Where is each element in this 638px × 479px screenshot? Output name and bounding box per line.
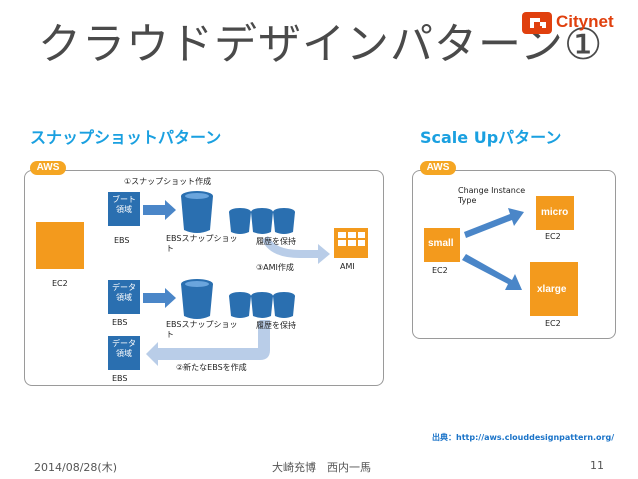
source-citation: 出典：http://aws.clouddesignpattern.org/ [432, 433, 615, 442]
logo-brand: Citynet [556, 12, 614, 31]
xlarge-instance-icon [530, 262, 578, 316]
snapshot-bucket-icon [181, 279, 213, 319]
ebs-boot-volume: ブート 領域 [108, 192, 140, 226]
small-instance-icon [424, 228, 460, 262]
ami-arrow-icon [262, 236, 330, 264]
micro-instance-icon [536, 196, 574, 230]
ec2-label: EC2 [52, 279, 68, 288]
scale-up-arrow-icon [464, 208, 524, 238]
citynet-logo-icon [522, 12, 552, 34]
scaleup-pattern-heading: Scale Upパターン [420, 128, 562, 147]
step2-label: ②新たなEBSを作成 [176, 363, 247, 372]
history-label: 履歴を保持 [256, 321, 296, 330]
snapshot-bucket-icon [181, 191, 213, 233]
snapshot-label: EBSスナップショッ ト [166, 234, 238, 253]
aws-tag-right: AWS [420, 161, 456, 175]
history-bucket-icon [229, 208, 295, 234]
snapshot-label: EBSスナップショッ ト [166, 320, 238, 339]
footer-authors: 大崎充博 西内一馬 [272, 461, 371, 474]
page-title: クラウドデザインパターン① [38, 20, 604, 70]
snapshot-pattern-heading: スナップショットパターン [30, 128, 222, 147]
page-number: 11 [590, 459, 604, 472]
ec2-label: EC2 [432, 266, 448, 275]
micro-label: micro [541, 207, 569, 218]
ebs-data-volume: データ 領域 [108, 280, 140, 314]
ebs-label: EBS [112, 318, 128, 327]
arrow-icon [143, 200, 176, 220]
footer-date: 2014/08/28(木) [34, 461, 117, 474]
history-bucket-icon [229, 292, 295, 318]
scale-up-arrow-icon [462, 254, 522, 290]
ec2-instance-icon [36, 222, 84, 269]
ebs-new-data-volume: データ 領域 [108, 336, 140, 370]
change-instance-label: Change Instance Type [458, 186, 526, 205]
aws-tag-left: AWS [30, 161, 66, 175]
step3-label: ③AMI作成 [256, 263, 294, 272]
ec2-label: EC2 [545, 319, 561, 328]
xlarge-label: xlarge [537, 284, 567, 295]
new-ebs-arrow-icon [146, 320, 270, 366]
ec2-label: EC2 [545, 232, 561, 241]
ebs-label: EBS [114, 236, 130, 245]
history-label: 履歴を保持 [256, 237, 296, 246]
ebs-label: EBS [112, 374, 128, 383]
arrow-icon [143, 288, 176, 308]
ami-label: AMI [340, 262, 355, 271]
small-label: small [428, 238, 454, 249]
step1-label: ①スナップショット作成 [124, 177, 212, 186]
